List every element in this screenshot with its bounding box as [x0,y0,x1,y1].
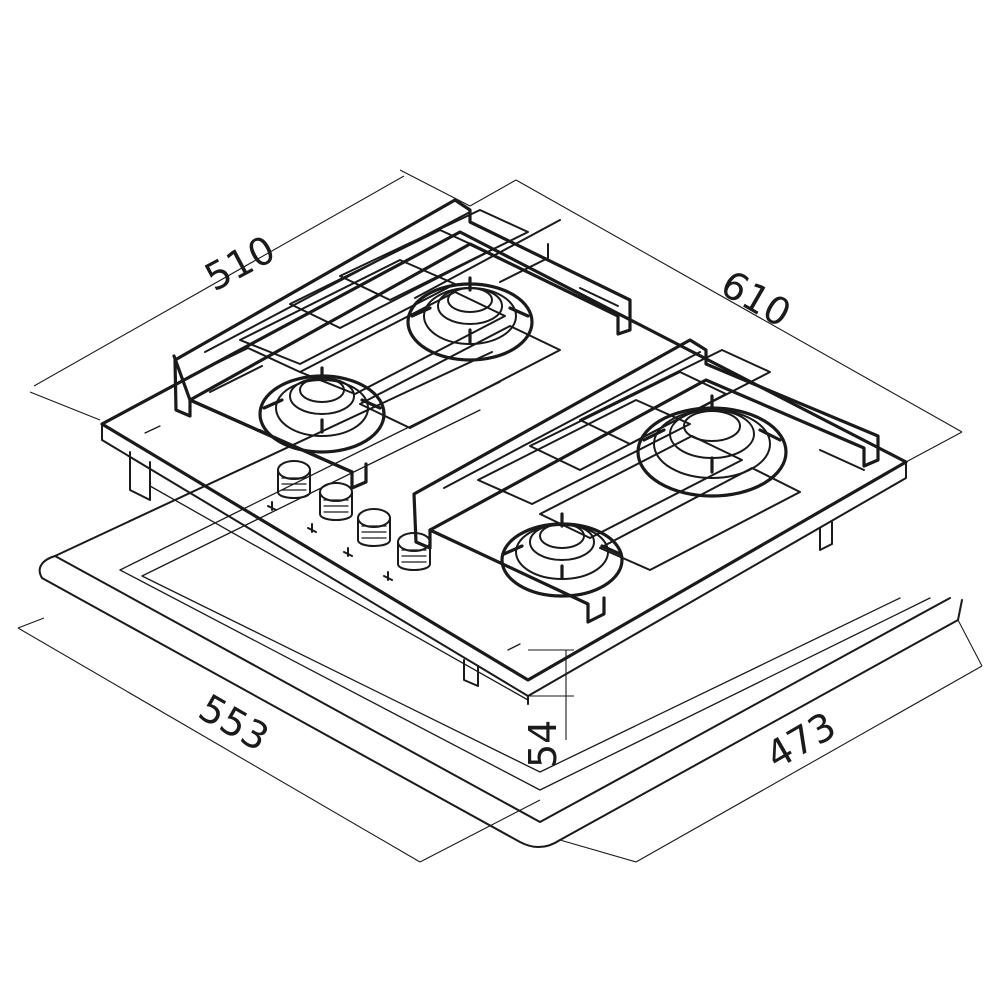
dimension-label-depth: 510 [198,227,283,300]
grate-front-right [412,338,880,624]
control-knob-1 [277,460,311,499]
dimension-width-610: 610 [469,179,963,463]
burner-front-right [500,512,624,598]
burner-rear-right [636,394,788,498]
dimension-cutout-473: 473 [559,619,983,863]
dimension-height-54: 54 [521,649,574,768]
grate-front-left [172,347,368,490]
cutout-frame [38,351,963,848]
burner-rear-left [406,276,534,362]
knob-indicators [267,501,393,581]
dimension-label-cutout-depth: 473 [759,703,844,777]
control-knob-3 [357,508,391,547]
control-knob-2 [319,482,353,521]
dimension-label-height: 54 [521,720,565,768]
control-knob-4 [397,532,431,571]
burner-front-left [258,366,386,454]
dimension-label-width: 610 [714,262,799,336]
dimension-label-cutout-width: 553 [192,686,277,760]
dimension-cutout-553: 553 [17,617,541,863]
